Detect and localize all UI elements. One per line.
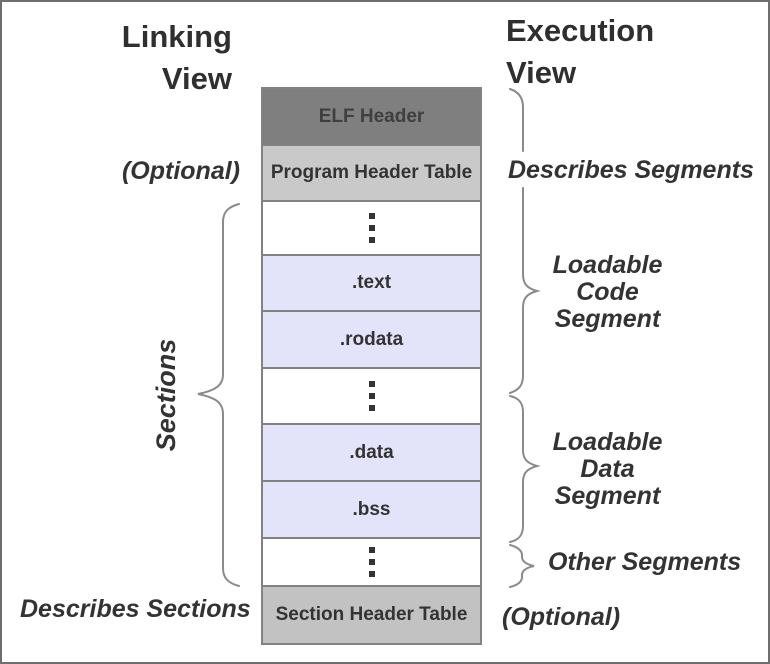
execution-view-title: Execution View bbox=[506, 13, 655, 90]
vertical-ellipsis-icon bbox=[368, 405, 375, 411]
vertical-ellipsis-icon bbox=[368, 571, 375, 577]
vertical-ellipsis-icon bbox=[368, 213, 375, 219]
box-ellipsis-2 bbox=[261, 367, 482, 425]
box-data-section: .data bbox=[261, 423, 482, 482]
box-label: Program Header Table bbox=[270, 162, 473, 183]
box-label: .text bbox=[351, 272, 392, 293]
loadable-code-segment-label: Loadable Code Segment bbox=[552, 251, 663, 333]
sections-label: Sections bbox=[151, 338, 181, 452]
box-text-section: .text bbox=[261, 254, 482, 312]
sections-brace bbox=[197, 203, 240, 587]
section-header-optional-label: (Optional) bbox=[502, 603, 621, 631]
vertical-ellipsis-icon bbox=[368, 381, 375, 387]
box-label: .bss bbox=[352, 498, 391, 520]
vertical-ellipsis-icon bbox=[368, 225, 375, 231]
box-elf-header: ELF Header bbox=[261, 87, 482, 146]
other-segments-label: Other Segments bbox=[548, 548, 742, 576]
describes-segments-connector bbox=[509, 88, 524, 152]
linking-view-title: Linking View bbox=[121, 19, 232, 96]
vertical-ellipsis-icon bbox=[368, 237, 375, 243]
other-segments-brace bbox=[509, 544, 535, 588]
describes-segments-label: Describes Segments bbox=[508, 156, 754, 184]
box-label: .rodata bbox=[339, 328, 404, 350]
box-ellipsis-1 bbox=[261, 200, 482, 256]
box-label: Section Header Table bbox=[275, 604, 468, 625]
box-label: ELF Header bbox=[318, 105, 425, 127]
box-program-header-table: Program Header Table bbox=[261, 144, 482, 202]
describes-sections-label: Describes Sections bbox=[20, 595, 251, 623]
box-bss-section: .bss bbox=[261, 480, 482, 539]
elf-file-column: ELF Header Program Header Table .text .r… bbox=[261, 87, 482, 645]
box-label: .data bbox=[349, 441, 394, 463]
box-rodata-section: .rodata bbox=[261, 310, 482, 369]
vertical-ellipsis-icon bbox=[368, 547, 375, 553]
vertical-ellipsis-icon bbox=[368, 559, 375, 565]
vertical-ellipsis-icon bbox=[368, 393, 375, 399]
box-section-header-table: Section Header Table bbox=[261, 585, 482, 645]
box-ellipsis-3 bbox=[261, 537, 482, 587]
program-header-optional-label: (Optional) bbox=[121, 157, 240, 185]
loadable-data-segment-label: Loadable Data Segment bbox=[552, 428, 663, 510]
